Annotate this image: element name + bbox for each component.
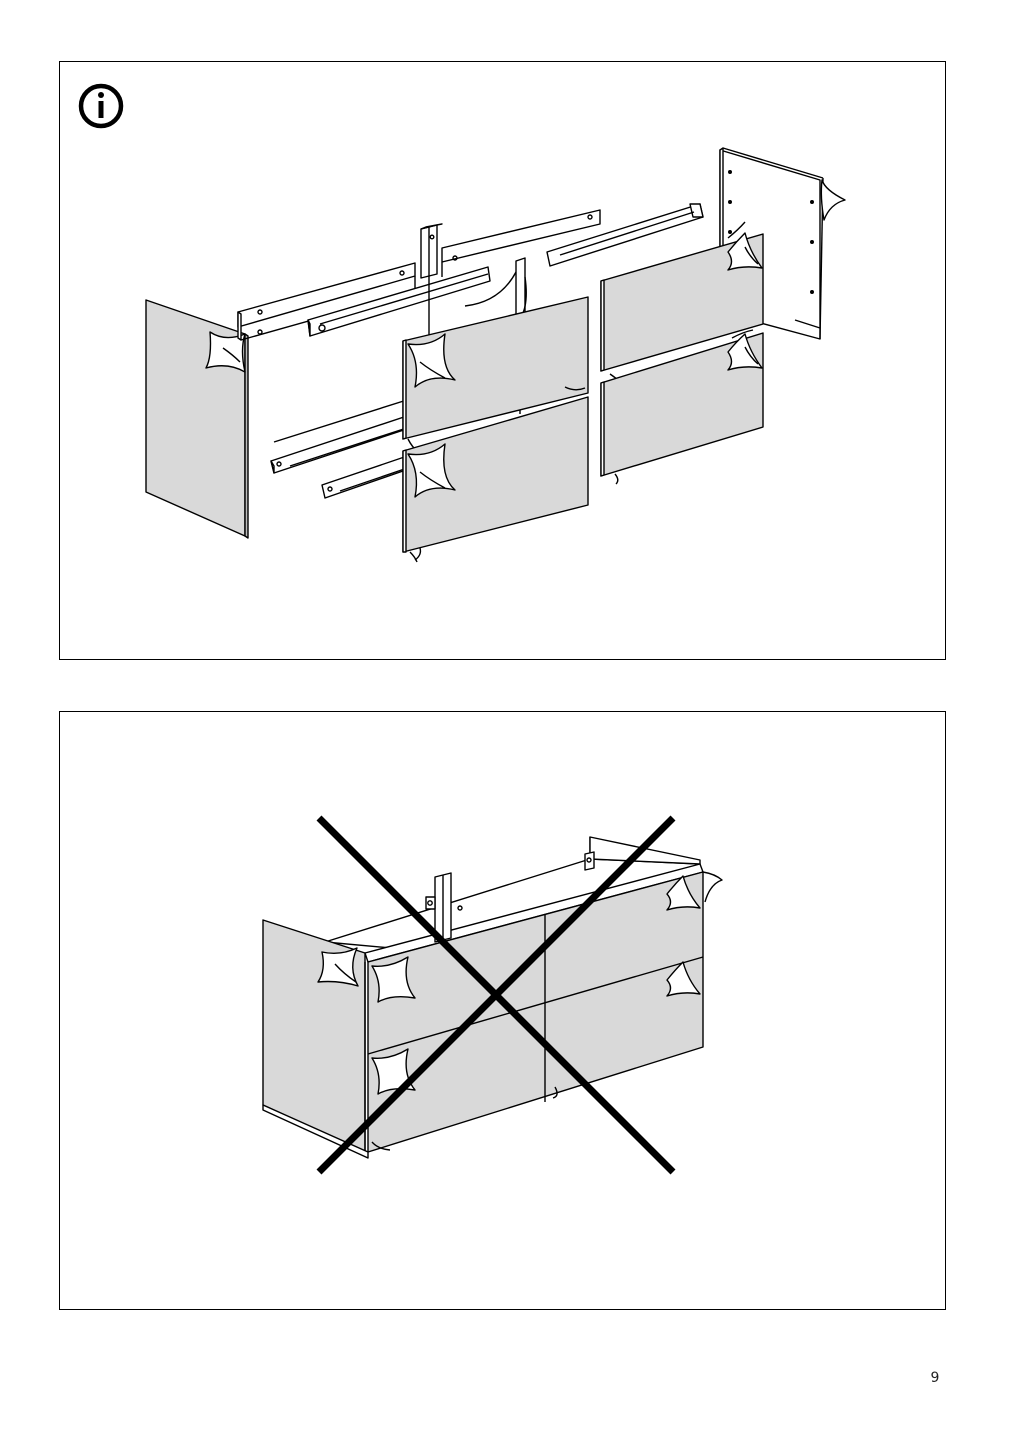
rear-rail-right [441,209,601,277]
drawer-front-upper-right [600,221,764,383]
instruction-panel-warning [59,711,946,1310]
instruction-panel-info [59,61,946,660]
cabinet-right-bracket [584,851,595,871]
drawer-front-lower-right [600,329,764,485]
parts-group [145,147,846,563]
page-number: 9 [930,1370,940,1386]
prohibited-cross-icon [316,815,676,1175]
drawer-front-upper-left [402,296,589,453]
exploded-parts-illustration [78,83,846,563]
cabinet-center-post [425,872,463,943]
info-icon [78,83,124,129]
front-rail-left [307,266,491,337]
drawer-front-lower-left [402,396,589,563]
cabinet-left-side [262,919,366,1153]
assembled-cabinet-illustration [262,815,723,1175]
left-side-panel [145,299,249,539]
front-rail-right [546,203,704,267]
